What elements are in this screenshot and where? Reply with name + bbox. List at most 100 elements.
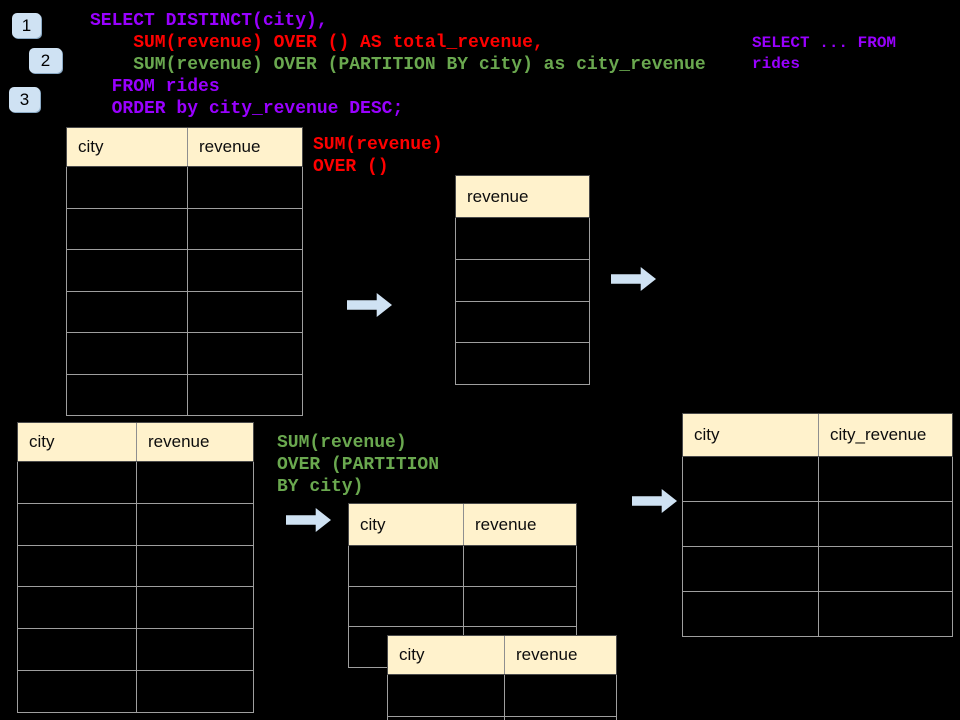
table-row (17, 587, 254, 630)
table-cell (818, 592, 952, 636)
table-partition-front: city revenue (387, 635, 617, 720)
table-cell (456, 343, 589, 384)
table-row (66, 167, 303, 209)
sql-query-code: SELECT DISTINCT(city), SUM(revenue) OVER… (90, 10, 706, 120)
arrow-from-total-table (611, 267, 656, 291)
table-row (455, 218, 590, 260)
column-header-revenue: revenue (467, 186, 529, 206)
table-cell (67, 375, 187, 416)
table-cell (187, 250, 302, 291)
arrow-to-total-table (347, 293, 392, 317)
column-header-revenue: revenue (187, 128, 302, 166)
table-cell (818, 457, 952, 501)
table-cell (504, 717, 616, 720)
table-cell (18, 629, 136, 670)
table-row (17, 629, 254, 671)
partition-annotation-line: BY city) (277, 477, 364, 497)
table-cell (67, 333, 187, 374)
table-cell (683, 457, 818, 501)
table-cell (67, 250, 187, 291)
total-revenue-annotation-line: OVER () (313, 157, 389, 177)
table-row (66, 291, 303, 333)
table-cell (187, 208, 302, 249)
table-cell (818, 502, 952, 546)
table-cell (388, 675, 504, 716)
column-header-city: city (694, 425, 720, 444)
step-badge-3: 3 (9, 87, 40, 112)
table-row (387, 675, 617, 717)
sql-query-code-line: SUM(revenue) OVER (PARTITION BY city) as… (90, 55, 706, 75)
column-header-revenue: revenue (463, 504, 576, 545)
table-row (682, 592, 953, 637)
sql-query-code-line: ORDER by city_revenue DESC; (90, 99, 404, 119)
table-total-revenue-result: revenue (455, 175, 590, 385)
column-header-revenue: revenue (136, 423, 253, 461)
table-cell (683, 502, 818, 546)
table-cell (136, 670, 253, 712)
table-row (66, 250, 303, 292)
table-row (17, 462, 254, 504)
column-header-city_revenue: city_revenue (818, 414, 952, 456)
table-cell (349, 587, 463, 627)
table-source-rides-top: city revenue (66, 127, 303, 416)
table-header-row: city revenue (348, 503, 577, 546)
table-cell (18, 504, 136, 545)
table-cell (18, 587, 136, 628)
table-cell (504, 675, 616, 716)
step-badge-1: 1 (12, 13, 41, 38)
table-cell (136, 462, 253, 503)
partition-annotation-line: SUM(revenue) (277, 433, 407, 453)
column-header-city: city (360, 514, 386, 534)
table-row (455, 343, 590, 385)
table-row (455, 259, 590, 302)
sql-query-code-line: SELECT DISTINCT(city), (90, 11, 328, 31)
table-row (17, 670, 254, 713)
table-cell (67, 292, 187, 333)
table-header-row: city revenue (66, 127, 303, 167)
column-header-city: city (78, 137, 104, 156)
table-cell (136, 503, 253, 545)
table-cell (456, 302, 589, 343)
arrow-to-partition-tables (286, 508, 331, 532)
table-city-revenue-result: city city_revenue (682, 413, 953, 637)
table-cell (67, 167, 187, 208)
arrow-to-city-revenue-table (632, 489, 677, 513)
table-row (66, 333, 303, 375)
table-row (348, 586, 577, 628)
table-cell (456, 260, 589, 301)
column-header-city: city (399, 645, 425, 664)
table-row (66, 374, 303, 416)
column-header-revenue: revenue (504, 636, 616, 674)
partition-annotation-line: OVER (PARTITION (277, 455, 440, 475)
table-cell (818, 547, 952, 591)
select-from-rides-code-line: SELECT ... FROM (752, 34, 897, 52)
table-cell (683, 592, 818, 636)
table-cell (349, 546, 463, 586)
table-row (348, 546, 577, 587)
table-row (66, 208, 303, 250)
table-row (387, 717, 617, 720)
table-cell (187, 333, 302, 374)
table-row (17, 545, 254, 588)
table-cell (187, 167, 302, 208)
table-cell (187, 374, 302, 415)
table-cell (67, 209, 187, 250)
table-cell (187, 291, 302, 332)
table-row (17, 503, 254, 546)
table-cell (18, 462, 136, 503)
select-from-rides-code: SELECT ... FROM rides (752, 33, 896, 75)
table-cell (136, 545, 253, 587)
sql-query-code-line: SUM(revenue) OVER () AS total_revenue, (90, 33, 544, 53)
table-row (682, 457, 953, 502)
table-header-row: city revenue (387, 635, 617, 675)
table-cell (136, 587, 253, 629)
select-from-rides-code-line: rides (752, 55, 801, 73)
sql-query-code-line: FROM rides (90, 77, 220, 97)
table-cell (456, 218, 589, 259)
table-row (682, 502, 953, 547)
total-revenue-annotation: SUM(revenue)OVER () (313, 134, 443, 178)
